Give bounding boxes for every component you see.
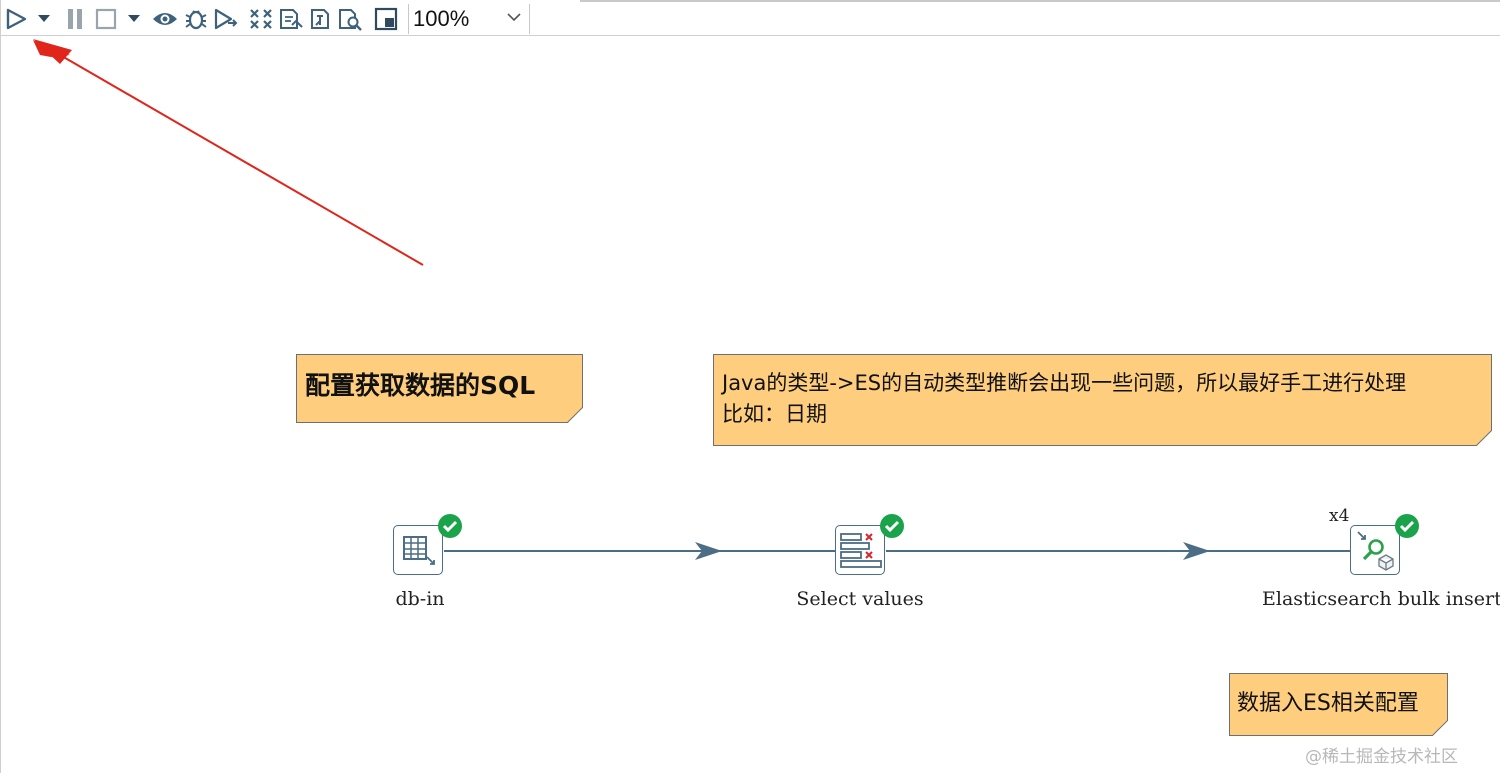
hops-layer bbox=[33, 39, 1350, 560]
note-java-line2: 比如：日期 bbox=[722, 402, 827, 426]
status-ok-icon bbox=[1395, 514, 1419, 538]
step-db-in-label: db-in bbox=[395, 588, 445, 610]
explore-database-icon bbox=[339, 9, 362, 31]
preview-icon bbox=[153, 13, 177, 25]
note-fold-icon bbox=[1476, 430, 1492, 446]
step-es-label: Elasticsearch bulk insert bbox=[1262, 588, 1500, 610]
canvas-left-border bbox=[0, 0, 1, 773]
step-db-in[interactable] bbox=[393, 514, 462, 577]
analyze-impact-button[interactable] bbox=[277, 6, 305, 32]
zoom-select[interactable]: 100% bbox=[408, 4, 530, 34]
select-values-icon bbox=[840, 533, 882, 568]
annotation-arrow bbox=[33, 39, 424, 266]
sql-icon bbox=[311, 9, 329, 29]
zoom-value: 100% bbox=[413, 6, 470, 31]
run-button[interactable] bbox=[2, 6, 30, 32]
analyze-impact-icon bbox=[280, 9, 303, 29]
preview-button[interactable] bbox=[151, 6, 179, 32]
sql-button[interactable] bbox=[307, 6, 333, 32]
verify-icon bbox=[250, 9, 272, 29]
pause-icon bbox=[68, 9, 82, 29]
chevron-down-icon bbox=[38, 15, 50, 22]
step-es-box bbox=[1350, 525, 1400, 575]
note-fold-icon bbox=[1432, 720, 1448, 736]
stop-options-dropdown[interactable] bbox=[126, 6, 142, 32]
pause-button[interactable] bbox=[64, 6, 86, 32]
elasticsearch-icon bbox=[1357, 531, 1394, 571]
step-select-values[interactable] bbox=[835, 514, 904, 577]
transformation-canvas[interactable]: 配置获取数据的SQL Java的类型->ES的自动类型推断会出现一些问题，所以最… bbox=[0, 36, 1500, 773]
debug-button[interactable] bbox=[182, 6, 210, 32]
replay-icon bbox=[214, 8, 238, 30]
toolbar-top-border bbox=[580, 0, 1500, 2]
step-elasticsearch-bulk-insert[interactable] bbox=[1350, 514, 1419, 577]
run-icon bbox=[6, 8, 27, 30]
replay-button[interactable] bbox=[211, 6, 239, 32]
stop-icon bbox=[95, 8, 117, 30]
stop-button[interactable] bbox=[94, 6, 118, 32]
step-select-values-label: Select values bbox=[796, 588, 924, 610]
note-sql[interactable]: 配置获取数据的SQL bbox=[296, 354, 583, 423]
status-ok-icon bbox=[438, 514, 462, 538]
note-sql-text: 配置获取数据的SQL bbox=[305, 371, 536, 400]
note-fold-icon bbox=[567, 407, 583, 423]
table-input-icon bbox=[403, 536, 435, 565]
chevron-down-icon bbox=[507, 13, 521, 22]
toolbar-bottom-border bbox=[0, 35, 1500, 36]
debug-icon bbox=[185, 10, 207, 30]
hop-select-to-es[interactable] bbox=[886, 542, 1350, 560]
note-java-type[interactable]: Java的类型->ES的自动类型推断会出现一些问题，所以最好手工进行处理 比如：… bbox=[713, 354, 1492, 446]
step-db-in-box bbox=[393, 525, 443, 575]
status-ok-icon bbox=[880, 514, 904, 538]
note-java-line1: Java的类型->ES的自动类型推断会出现一些问题，所以最好手工进行处理 bbox=[722, 371, 1407, 395]
show-results-button[interactable] bbox=[372, 6, 400, 32]
note-es-text: 数据入ES相关配置 bbox=[1237, 691, 1419, 716]
note-es-config[interactable]: 数据入ES相关配置 bbox=[1229, 673, 1448, 736]
show-results-icon bbox=[374, 7, 398, 31]
watermark: @稀土掘金技术社区 bbox=[1305, 747, 1458, 767]
verify-button[interactable] bbox=[247, 6, 275, 32]
hop-dbin-to-select[interactable] bbox=[444, 542, 835, 560]
chevron-down-icon bbox=[128, 15, 140, 22]
step-copies-badge: x4 bbox=[1329, 506, 1350, 526]
run-options-dropdown[interactable] bbox=[36, 6, 52, 32]
step-select-values-box bbox=[835, 525, 885, 575]
explore-database-button[interactable] bbox=[336, 6, 364, 32]
